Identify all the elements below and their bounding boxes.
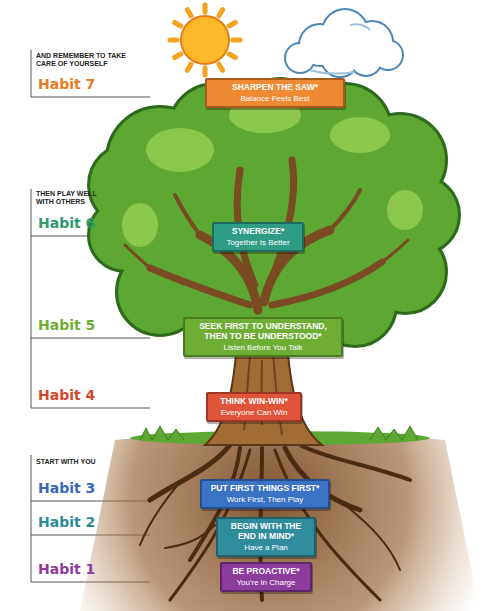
habit-title: PUT FIRST THINGS FIRST* — [208, 484, 322, 494]
leaf-highlight — [122, 203, 158, 247]
habit-sign: SEEK FIRST TO UNDERSTAND, THEN TO BE UND… — [183, 317, 343, 357]
twig — [175, 195, 200, 235]
twig — [125, 245, 150, 268]
habit-motto: Work First, Then Play — [208, 495, 322, 504]
leaf-highlight — [387, 190, 423, 230]
twig — [330, 190, 360, 230]
habit-sign: SHARPEN THE SAW*Balance Feels Best — [205, 78, 345, 108]
branch — [150, 268, 250, 305]
habit-motto: You're in Charge — [228, 578, 304, 587]
sun — [181, 16, 229, 64]
habit-motto: Everyone Can Win — [214, 408, 294, 417]
habit-title: BE PROACTIVE* — [228, 567, 304, 577]
habit-title: BEGIN WITH THE END IN MIND* — [224, 522, 308, 542]
root — [345, 505, 400, 570]
habit-title: THINK WIN-WIN* — [214, 397, 294, 407]
cloud — [286, 10, 402, 76]
habit-number: Habit 3 — [38, 480, 95, 497]
habit-motto: Listen Before You Talk — [191, 343, 335, 352]
habit-sign: SYNERGIZE*Together Is Better — [212, 222, 304, 252]
habit-sign: BEGIN WITH THE END IN MIND*Have a Plan — [216, 517, 316, 557]
twig — [382, 240, 408, 262]
canopy — [90, 80, 458, 350]
habit-title: SHARPEN THE SAW* — [213, 83, 337, 93]
root — [300, 445, 410, 480]
habit-number: Habit 7 — [38, 76, 95, 93]
leaf-highlight — [330, 117, 390, 153]
bracket-line — [31, 50, 32, 97]
habit-sign: PUT FIRST THINGS FIRST*Work First, Then … — [200, 479, 330, 509]
sun-rays — [170, 5, 240, 75]
habit-title: SEEK FIRST TO UNDERSTAND, THEN TO BE UND… — [191, 322, 335, 342]
root — [140, 482, 180, 545]
bracket-line — [31, 455, 32, 582]
habit-rule — [31, 408, 150, 409]
cloud-outline — [286, 10, 402, 76]
habit-title: SYNERGIZE* — [220, 227, 296, 237]
habit-rule — [31, 97, 150, 98]
soil — [80, 433, 480, 611]
habit-number: Habit 6 — [38, 215, 95, 232]
branch — [272, 262, 382, 305]
habit-motto: Have a Plan — [224, 543, 308, 552]
habit-number: Habit 2 — [38, 514, 95, 531]
habit-sign: BE PROACTIVE*You're in Charge — [220, 562, 312, 592]
habit-number: Habit 1 — [38, 561, 95, 578]
cloud-shading — [310, 24, 370, 73]
branches — [125, 160, 408, 310]
bracket-line — [31, 189, 32, 408]
habit-number: Habit 5 — [38, 317, 95, 334]
section-note: AND REMEMBER TO TAKE CARE OF YOURSELF — [36, 52, 136, 69]
habit-rule — [31, 338, 150, 339]
habit-number: Habit 4 — [38, 387, 95, 404]
canopy-outline — [90, 80, 458, 350]
habit-motto: Together Is Better — [220, 238, 296, 247]
section-note: START WITH YOU — [36, 458, 136, 466]
leaf-highlight — [146, 128, 214, 172]
habit-sign: THINK WIN-WIN*Everyone Can Win — [206, 392, 302, 422]
section-note: THEN PLAY WELL WITH OTHERS — [36, 190, 116, 207]
roots — [140, 445, 410, 600]
habit-motto: Balance Feels Best — [213, 94, 337, 103]
root — [165, 525, 215, 548]
